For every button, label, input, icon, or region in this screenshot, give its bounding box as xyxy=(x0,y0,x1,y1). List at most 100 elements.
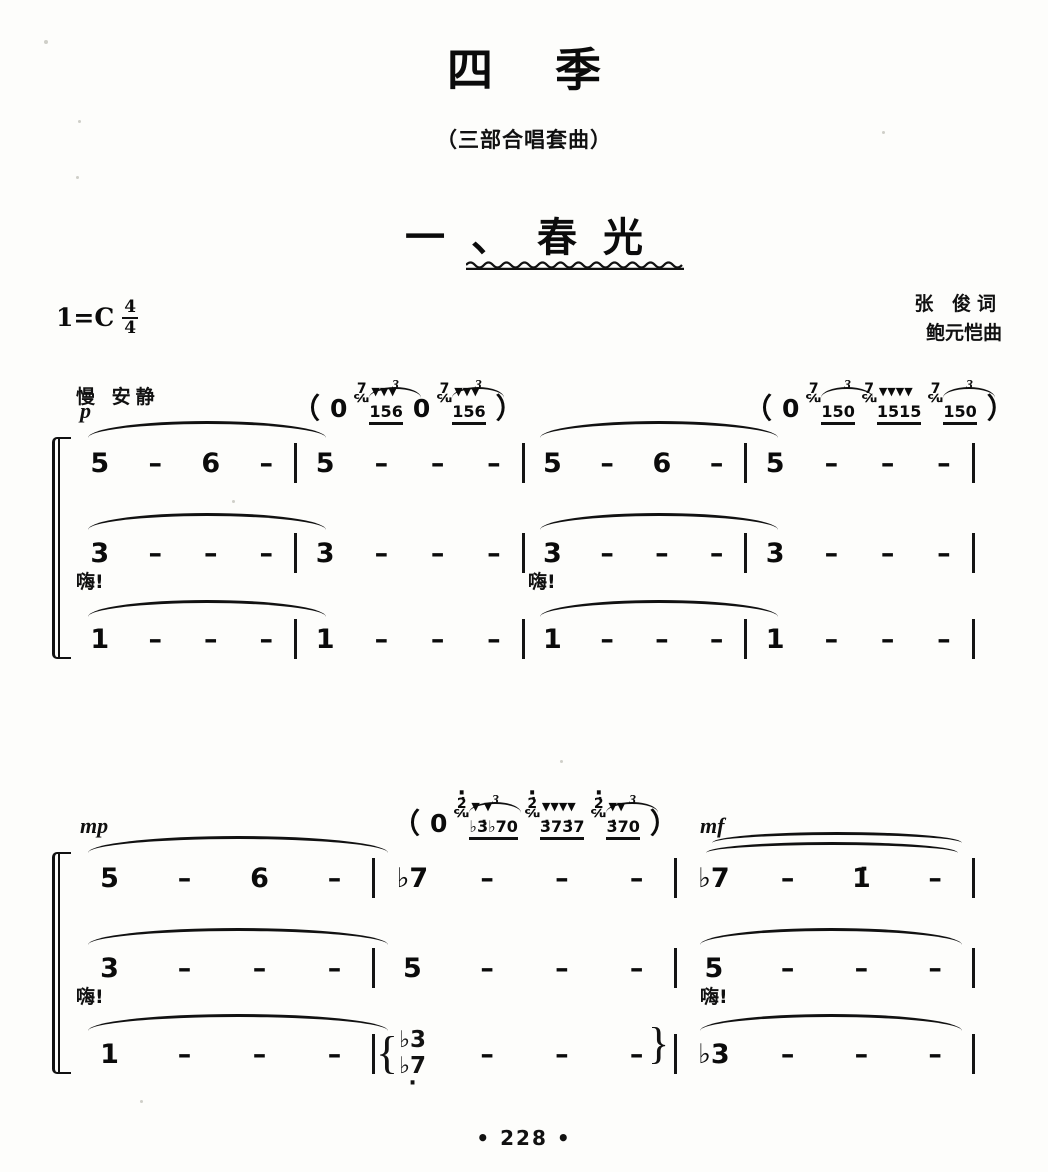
slur-soprano-1 xyxy=(88,836,388,853)
scan-speck xyxy=(140,1100,143,1103)
barline-end xyxy=(972,443,975,483)
measure: 5 – 6 – xyxy=(522,443,744,483)
note: – xyxy=(880,623,895,655)
note: – xyxy=(327,862,342,894)
note: 6 xyxy=(250,862,269,894)
note: – xyxy=(629,1038,644,1070)
note: – xyxy=(487,447,501,479)
measure: ♭7 – 1̇ – xyxy=(674,858,972,898)
note: – xyxy=(374,537,389,569)
note: – xyxy=(880,537,895,569)
open-paren: （ xyxy=(292,392,321,425)
note: – xyxy=(629,952,644,984)
triplet-marking: 3 xyxy=(943,378,996,394)
note: 3 xyxy=(765,537,785,569)
measure: 5 – 6 – xyxy=(72,443,294,483)
dynamic-mf: mf xyxy=(700,813,725,838)
time-signature: 4 4 xyxy=(122,297,139,337)
measure: 1 – – – xyxy=(522,619,744,659)
grace-tail-icon: ℆ xyxy=(524,807,540,820)
scan-speck xyxy=(882,131,885,134)
note: – xyxy=(555,952,569,984)
slur-alto-1 xyxy=(88,513,326,530)
note: – xyxy=(374,447,389,479)
page-number: • 228 • xyxy=(476,1126,572,1150)
ornament-figure: 7 ℆ 3 ▼▼▼ 156 xyxy=(354,378,422,425)
note: – xyxy=(487,537,501,569)
triplet-arc-icon xyxy=(606,802,659,813)
beamed-notes: ♭3̇♭70 xyxy=(469,817,518,840)
grace-note: 7 ℆ xyxy=(806,381,822,405)
measure: x – – – xyxy=(372,1034,674,1074)
system-1: 慢 安静 p 5 – 6 – 5 – – – xyxy=(0,0,1048,659)
note: – xyxy=(937,623,951,655)
note: – xyxy=(709,623,724,655)
note: – xyxy=(480,1038,494,1070)
triplet-marking: 3 xyxy=(606,793,659,809)
note: – xyxy=(480,952,494,984)
note: – xyxy=(327,1038,342,1070)
grace-tail-icon: ℆ xyxy=(591,807,607,820)
note: ♭7 xyxy=(698,862,730,894)
measure: 3 – – – xyxy=(744,533,972,573)
rest-note: 0 xyxy=(430,809,448,838)
note: 6 xyxy=(201,447,221,479)
grace-note: 2̇ ℆ xyxy=(524,797,540,820)
barline-end xyxy=(972,533,975,573)
ornament-figure: 7 ℆ 3 ▼▼▼ 156 xyxy=(436,378,505,425)
beamed-notes: 3̇70 xyxy=(606,817,640,840)
ornament-figure: 7 ℆ ▼▼▼▼ 1515 xyxy=(862,380,922,425)
triplet-arc-icon xyxy=(943,387,996,398)
voice-bass-system-2: 1 – – – x – – – ♭3 – – – xyxy=(72,1034,982,1074)
note: – xyxy=(709,537,724,569)
measure: 1 – – – xyxy=(294,619,522,659)
note: 3 xyxy=(315,537,335,569)
accent-marks-icon: ▼▼▼ xyxy=(454,385,480,398)
triplet-marking: 3 xyxy=(469,793,522,809)
accent-marks-icon: ▼ ▼ xyxy=(471,800,493,813)
divisi-bracket-close-icon: } xyxy=(648,1019,670,1068)
note: – xyxy=(928,862,942,894)
note: – xyxy=(148,447,163,479)
note: ♭7 xyxy=(396,862,429,894)
grace-tail-icon: ℆ xyxy=(354,392,370,405)
note: – xyxy=(487,623,501,655)
note: 1 xyxy=(542,623,562,655)
measure: 1 – – – xyxy=(72,619,294,659)
note: – xyxy=(629,862,644,894)
note: 5 xyxy=(704,952,724,984)
note: – xyxy=(555,1038,569,1070)
dynamic-mp: mp xyxy=(80,813,109,838)
beamed-notes: 150 xyxy=(943,402,977,425)
note: – xyxy=(259,447,274,479)
grace-tail-icon: ℆ xyxy=(436,392,453,405)
ornament-group-3: （ 0 2̇ ℆ 3 ▼ ▼ ♭3̇♭70 2̇ ℆ ▼▼▼▼ xyxy=(392,793,678,840)
slur-soprano-2 xyxy=(540,421,778,438)
note: 5 xyxy=(90,447,110,479)
scan-speck xyxy=(232,500,235,503)
tempo-marking: 慢 安静 xyxy=(76,386,160,408)
note: – xyxy=(854,952,869,984)
grace-tail-icon: ℆ xyxy=(806,392,822,405)
note: 5 xyxy=(402,952,422,984)
beamed-notes: 156 xyxy=(452,402,486,425)
time-signature-numerator: 4 xyxy=(122,297,139,319)
credits: 张 俊词 鲍元恺曲 xyxy=(914,290,1002,349)
slur-soprano-1 xyxy=(88,421,326,438)
note: – xyxy=(204,537,218,569)
triplet-marking: 3 xyxy=(821,378,874,394)
beamed-notes: 1515 xyxy=(876,402,922,425)
triplet-arc-icon xyxy=(469,802,522,813)
note: 1 xyxy=(315,623,335,655)
lyric-text: 嗨! xyxy=(76,986,104,1008)
close-paren: ） xyxy=(649,807,678,840)
note: – xyxy=(928,1038,942,1070)
lyric-text: 嗨! xyxy=(528,571,556,593)
page-title: 四季 xyxy=(447,43,663,97)
accent-marks-icon: ▼▼▼▼ xyxy=(541,800,576,813)
note: – xyxy=(252,1038,267,1070)
accent-marks-icon: ▼▼ xyxy=(608,800,626,813)
key-signature: 1=C xyxy=(56,302,115,332)
measure: 5 – – – xyxy=(674,948,972,988)
note: – xyxy=(430,447,445,479)
